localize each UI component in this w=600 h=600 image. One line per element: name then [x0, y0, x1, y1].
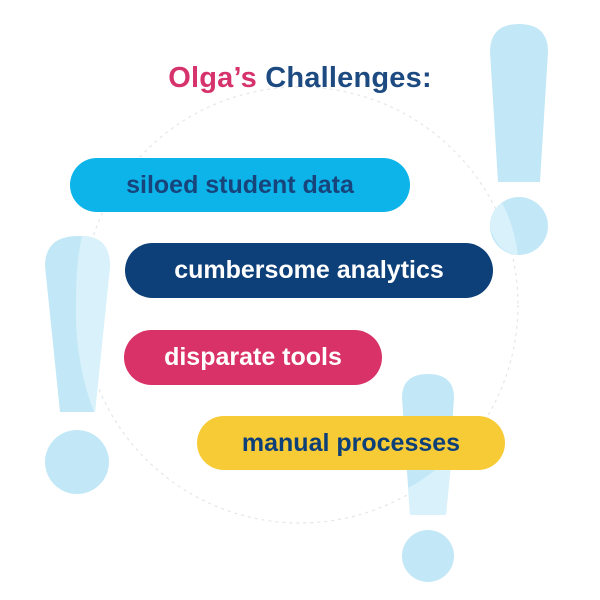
circle-outline: [81, 86, 519, 524]
challenge-pill-cumbersome-analytics: cumbersome analytics: [125, 243, 493, 298]
page-title: Olga’s Challenges:: [0, 62, 600, 95]
exclamation-icon: [490, 24, 548, 255]
challenge-label: disparate tools: [164, 343, 342, 371]
exclamation-icon: [45, 236, 110, 494]
challenge-pill-disparate-tools: disparate tools: [124, 330, 382, 385]
challenge-label: cumbersome analytics: [174, 256, 444, 284]
challenge-pill-siloed-student-data: siloed student data: [70, 158, 410, 212]
exclamation-icon: [402, 374, 454, 582]
challenge-pill-manual-processes: manual processes: [197, 416, 505, 470]
challenge-label: siloed student data: [126, 170, 354, 199]
title-rest: Challenges:: [265, 62, 432, 94]
title-name: Olga’s: [168, 62, 257, 94]
challenge-label: manual processes: [241, 428, 461, 457]
